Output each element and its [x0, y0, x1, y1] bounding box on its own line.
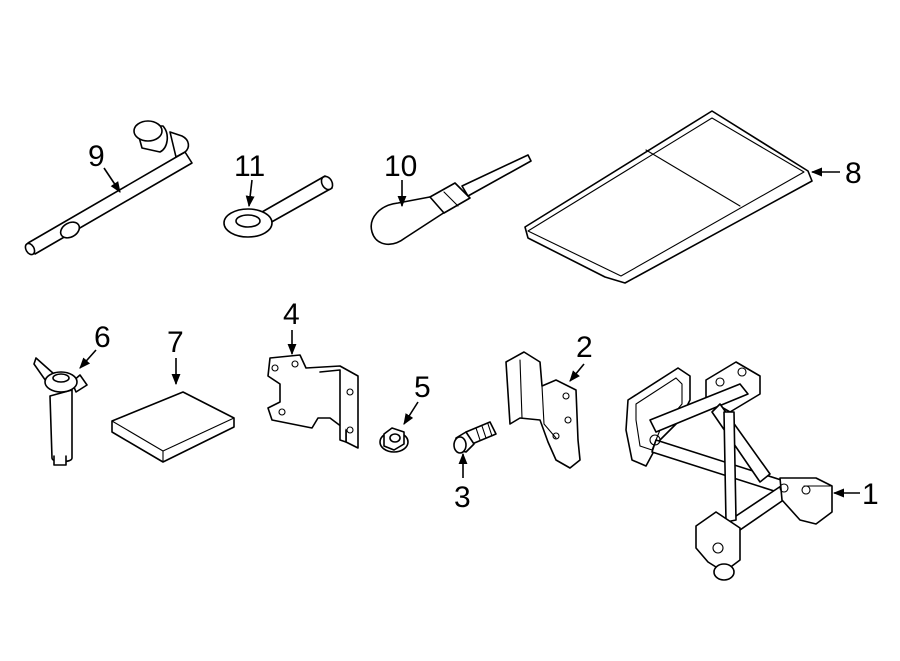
- cover-board-part[interactable]: [524, 110, 813, 284]
- manual-pad-part[interactable]: [111, 391, 235, 463]
- scissor-jack-part[interactable]: [625, 361, 833, 581]
- callout-4: 4: [283, 298, 300, 331]
- bracket-2-part[interactable]: [505, 351, 581, 469]
- callout-5: 5: [414, 371, 431, 404]
- callout-11: 11: [234, 150, 265, 183]
- callout-7: 7: [167, 326, 184, 359]
- bolt-part[interactable]: [453, 421, 497, 454]
- callout-8: 8: [845, 157, 862, 190]
- callout-6: 6: [94, 321, 111, 354]
- callout-9: 9: [88, 140, 105, 173]
- wing-bolt-part[interactable]: [33, 357, 88, 466]
- callout-10: 10: [384, 150, 417, 183]
- leader-11: [245, 179, 255, 208]
- lug-wrench-part[interactable]: [24, 120, 193, 256]
- callout-2: 2: [576, 331, 593, 364]
- screwdriver-part[interactable]: [370, 154, 532, 245]
- bracket-4-part[interactable]: [267, 354, 359, 449]
- leader-5: [403, 401, 419, 425]
- callout-1: 1: [862, 478, 879, 511]
- tow-hook-part[interactable]: [223, 174, 335, 238]
- leader-9: [103, 167, 121, 193]
- callout-3: 3: [454, 481, 471, 514]
- leader-2: [569, 363, 585, 382]
- flange-nut-part[interactable]: [379, 427, 409, 453]
- leader-6: [79, 349, 97, 369]
